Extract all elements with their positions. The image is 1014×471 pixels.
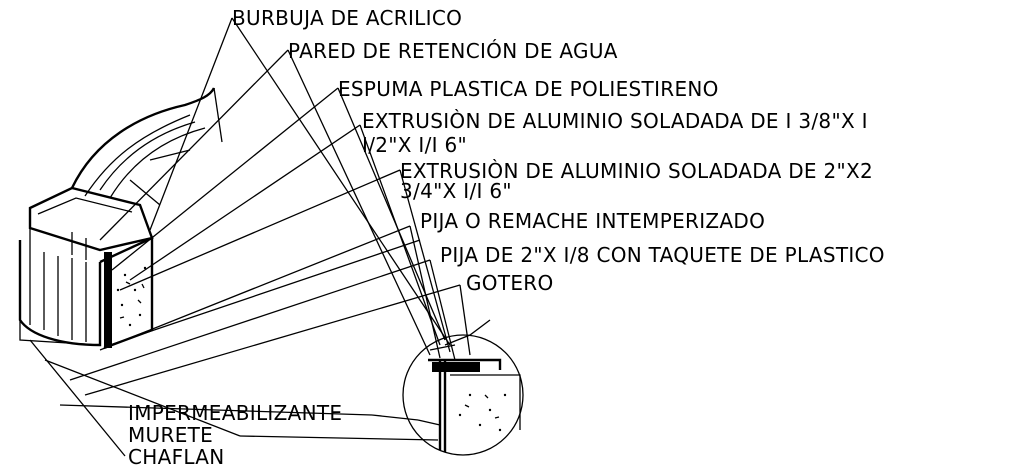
curb-body xyxy=(18,240,102,347)
label-gotero: GOTERO xyxy=(466,271,554,295)
label-extrusion1-line1: EXTRUSIÒN DE ALUMINIO SOLADADA DE I 3/8"… xyxy=(362,109,868,133)
label-extrusion2-line2: 3/4"X I/I 6" xyxy=(400,179,512,203)
acrylic-dome-outline xyxy=(70,87,216,189)
label-extrusion2-line1: EXTRUSIÒN DE ALUMINIO SOLADADA DE 2"X2 xyxy=(400,159,873,183)
labels: BURBUJA DE ACRILICO PARED DE RETENCIÓN D… xyxy=(128,6,885,469)
label-chaflan: CHAFLAN xyxy=(128,445,225,469)
concrete-hatch xyxy=(116,266,147,327)
label-extrusion1-line2: I/2"X I/I 6" xyxy=(362,133,467,157)
label-pija-remache: PIJA O REMACHE INTEMPERIZADO xyxy=(420,209,765,233)
label-impermeabilizante: IMPERMEABILIZANTE xyxy=(128,401,342,425)
leader-lines xyxy=(29,17,471,457)
label-pared: PARED DE RETENCIÓN DE AGUA xyxy=(288,39,618,63)
label-burbuja: BURBUJA DE ACRILICO xyxy=(232,6,462,30)
label-murete: MURETE xyxy=(128,423,213,447)
sealant-strip xyxy=(104,252,112,348)
curb-frame xyxy=(28,186,154,252)
label-pija-taquete: PIJA DE 2"X I/8 CON TAQUETE DE PLASTICO xyxy=(440,243,885,267)
label-espuma: ESPUMA PLASTICA DE POLIESTIRENO xyxy=(338,77,719,101)
section-detail-circle xyxy=(402,319,524,456)
